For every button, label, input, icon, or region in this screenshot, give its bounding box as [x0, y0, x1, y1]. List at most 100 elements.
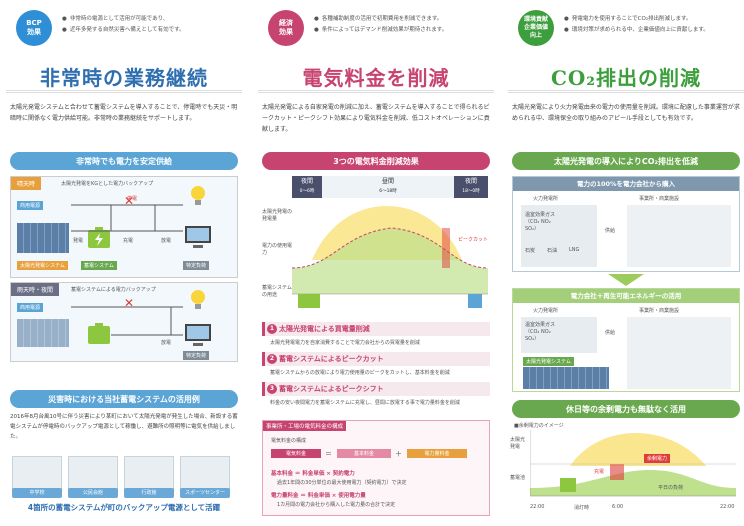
plus-sign: ＋	[395, 450, 402, 458]
night1-label: 夜間	[300, 178, 313, 185]
time-tick: 6:00	[612, 504, 624, 510]
chart-label-storage: 蓄電システムの用途	[262, 285, 292, 298]
bcp-bullets: 非常時の電源として活用が可能であり、 近年多発する自然災害へ備えとして有効です。	[62, 14, 242, 36]
night2-label: 夜間	[464, 178, 477, 185]
night2-time: 18～0時	[462, 189, 480, 194]
purchase-panel: 電力の100%を電力会社から購入 火力発電所 事業所・商業施設 温室効果ガス（C…	[512, 176, 740, 272]
effect-number: 1	[267, 324, 277, 334]
factory-image-2	[627, 317, 731, 389]
formula-a-note: 過去1年間の30分単位の最大使用電力（契約電力）で決定	[277, 480, 407, 486]
svg-text:✕: ✕	[124, 296, 134, 310]
commercial-power-label-night: 商用電源	[17, 303, 44, 312]
night-panel: 雨天時・夜間 蓄電システムによる電力バックアップ 商用電源 ✕ 放電 特定負荷	[10, 282, 238, 362]
building-caption: スポーツセンター	[180, 488, 230, 498]
fuel-coal: 石炭	[525, 248, 536, 254]
surplus-power-label: 余剰電力	[644, 454, 671, 463]
lightbulb-icon-night	[191, 290, 205, 309]
environment-bullets: 発電電力を使用することでCO₂排出削減します。 環境対策が求められる中、企業価値…	[564, 14, 744, 36]
effect-number: 3	[267, 384, 277, 394]
building-caption: 中学校	[12, 488, 62, 498]
title-divider	[258, 90, 494, 93]
gas-label-2: 温室効果ガス（CO₂ NO₂ SO₂）	[525, 322, 556, 342]
factory-image	[627, 205, 731, 267]
solar-panel-image-night	[17, 319, 69, 347]
effect-title: 太陽光発電による買電量削減	[279, 325, 370, 333]
bullet: 環境対策が求められる中、企業価値向上に貢献します。	[564, 25, 744, 36]
surplus-label-battery: 蓄電池	[510, 475, 526, 481]
formula-b-note: 1カ月間の電力会社から購入した電力量の合計で決定	[277, 502, 396, 508]
effect-title: 蓄電システムによるピークシフト	[279, 385, 384, 393]
cost-reduction-chart	[292, 206, 488, 308]
bcp-description: 太陽光発電システムと合わせて蓄電システムを導入することで、停電時でも天災・明暗時…	[10, 104, 238, 122]
tariff-sub: 電気料金の構成	[271, 438, 307, 444]
renewable-panel: 電力会社＋再生可能エネルギーの活用 火力発電所 事業所・商業施設 温室効果ガス（…	[512, 288, 740, 392]
effect-desc: 太陽光発電電力を自家消費することで電力会社からの買電量を削減	[270, 340, 420, 346]
bullet: 各種補助制度の活用で初期費用を削減できます。	[314, 14, 494, 25]
load-label: 特定負荷	[183, 261, 210, 270]
bullet: 非常時の電源として活用が可能であり、	[62, 14, 242, 25]
chart-label-pv: 太陽光発電の発電量	[262, 209, 293, 222]
computer-icon	[185, 226, 211, 248]
plant-label: 火力発電所	[533, 196, 559, 202]
section-bar-co2: 太陽光発電の導入によりCO₂排出を低減	[512, 152, 740, 170]
time-tick: 22:00	[530, 504, 545, 510]
renewable-head: 電力会社＋再生可能エネルギーの活用	[513, 289, 739, 303]
day-time: 6～18時	[379, 189, 397, 194]
bullet: 条件によってはデマンド削減効果が期待されます。	[314, 25, 494, 36]
building-caption: 行政館	[124, 488, 174, 498]
disaster-footer: 4箇所の蓄電システムが町のバックアップ電源として活躍	[27, 503, 221, 512]
peak-cut-label: ピークカット	[458, 237, 489, 243]
plant-label-2: 火力発電所	[533, 308, 559, 314]
lightbulb-icon	[191, 186, 205, 205]
economy-title: 電気料金を削減	[302, 66, 450, 90]
flow-lines-night: ✕	[71, 296, 183, 336]
bcp-column: BCP 効果 非常時の電源として活用が可能であり、 近年多発する自然災害へ備えと…	[6, 0, 242, 526]
battery-icon	[88, 227, 110, 248]
effect-title: 蓄電システムによるピークカット	[279, 355, 384, 363]
time-tick: 22:00	[720, 504, 735, 510]
weekday-load-label: 平日の負荷	[658, 485, 684, 491]
tariff-structure-box: 事業所・工場の電気料金の構成 電気料金の構成 電気料金 ＝ 基本料金 ＋ 電力量…	[262, 420, 490, 516]
time-tick: 消灯時	[574, 505, 590, 511]
night-label: 雨天時・夜間	[11, 283, 60, 296]
supply-label-2: 供給	[605, 330, 616, 336]
purchase-head: 電力の100%を電力会社から購入	[513, 177, 739, 191]
section-bar-stable-supply: 非常時でも電力を安定供給	[10, 152, 238, 170]
surplus-chart-title: ■余剰電力のイメージ	[514, 423, 564, 429]
svg-text:✕: ✕	[124, 194, 134, 208]
formula-b: 電力量料金 ＝ 料金単価 × 使用電力量	[271, 493, 366, 499]
disaster-description: 2016年8月台風10号に伴う災害により某町において太陽光発電が発生した場合、新…	[10, 414, 238, 440]
title-divider	[6, 90, 242, 93]
fuel-oil: 石油	[547, 248, 558, 254]
flow-lines: ✕	[71, 194, 183, 232]
commercial-power-label: 商用電源	[17, 201, 44, 210]
economy-column: 経済 効果 各種補助制度の活用で初期費用を削減できます。 条件によってはデマンド…	[258, 0, 494, 526]
night2-header: 夜間 18～0時	[454, 176, 488, 198]
tariff-title: 事業所・工場の電気料金の構成	[263, 421, 347, 431]
supply-label: 供給	[605, 228, 616, 234]
surplus-label-pv: 太陽光発電	[510, 437, 526, 450]
factory-label-2: 事業所・商業施設	[639, 308, 680, 314]
economy-bullets: 各種補助制度の活用で初期費用を削減できます。 条件によってはデマンド削減効果が期…	[314, 14, 494, 36]
solar-panel-image	[17, 223, 69, 253]
effect-desc: 料金の安い夜間電力を蓄電システムに充電し、昼間に放電する事で電力量料金を削減	[270, 400, 460, 406]
charge-label: 充電	[123, 238, 134, 244]
gas-label: 温室効果ガス（CO₂ NO₂ SO₂）	[525, 212, 556, 232]
economy-description: 太陽光発電による自家発電の削減に加え、蓄電システムを導入することで得られるピーク…	[262, 104, 490, 133]
bcp-title: 非常時の業務継続	[40, 66, 208, 90]
sunny-panel: 晴天時 太陽光発電をKGとした電力バックアップ 商用電源 太陽光発電システム 蓄…	[10, 176, 238, 278]
economy-badge: 経済 効果	[268, 10, 304, 46]
effect-number: 2	[267, 354, 277, 364]
building-image	[180, 456, 230, 490]
tariff-b: 電力量料金	[407, 449, 467, 458]
environment-column: 環境貢献 企業価値 向上 発電電力を使用することでCO₂排出削減します。 環境対…	[508, 0, 744, 526]
power-plant-image	[521, 205, 597, 267]
power-plant-image-2	[521, 317, 597, 353]
pv-label: 太陽光発電システム	[523, 357, 574, 366]
discharge-label-night: 放電	[161, 340, 172, 346]
sunny-label: 晴天時	[11, 177, 42, 190]
environment-title: CO₂排出の削減	[550, 66, 702, 90]
storage-label: 蓄電システム	[81, 261, 117, 270]
